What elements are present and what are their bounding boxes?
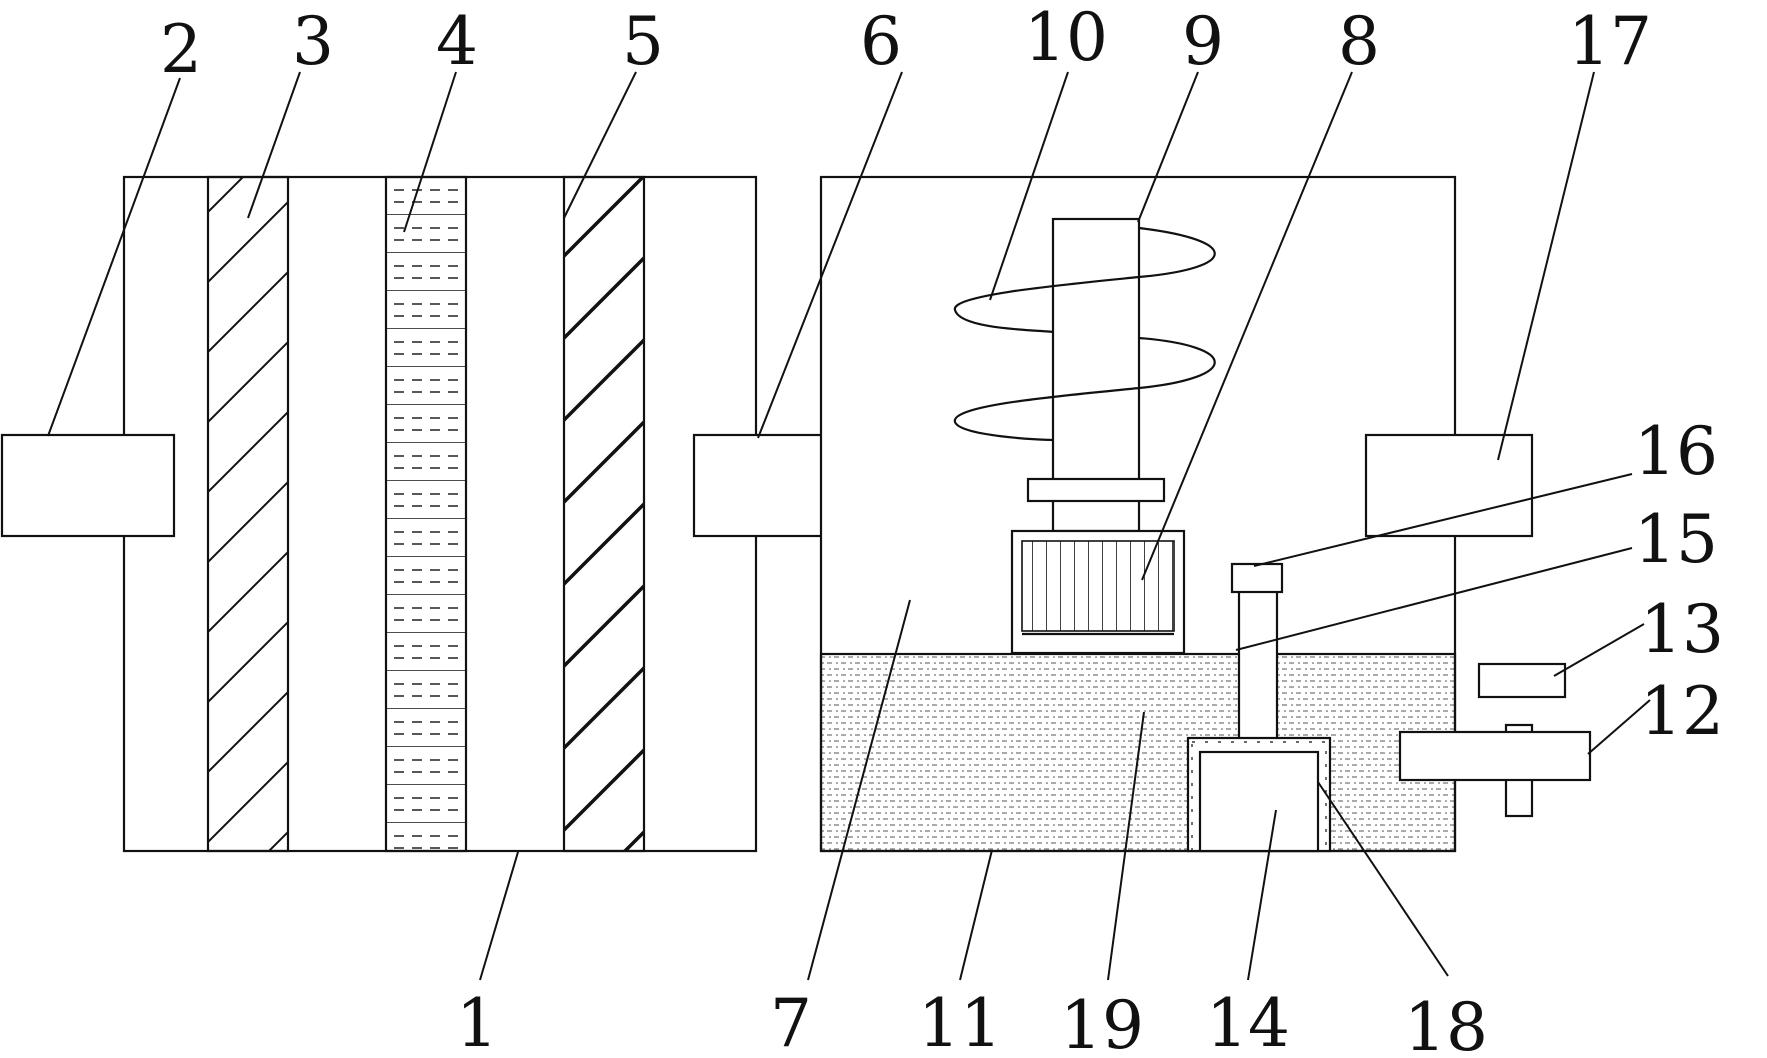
valve-12 bbox=[1398, 662, 1592, 818]
helical-blade-10 bbox=[953, 226, 1216, 442]
label-14: 14 bbox=[1206, 985, 1290, 1058]
label-4: 4 bbox=[436, 3, 478, 80]
label-17: 17 bbox=[1568, 3, 1652, 80]
inlet-pipe-2 bbox=[0, 433, 176, 538]
label-7: 7 bbox=[770, 985, 812, 1058]
label-15: 15 bbox=[1634, 501, 1718, 578]
label-16: 16 bbox=[1634, 413, 1718, 490]
label-1: 1 bbox=[456, 985, 498, 1058]
label-9: 9 bbox=[1182, 3, 1224, 80]
label-3: 3 bbox=[292, 3, 334, 80]
leader-lines bbox=[47, 71, 1651, 981]
cap-16 bbox=[1230, 562, 1284, 594]
block-14 bbox=[1198, 750, 1320, 853]
label-11: 11 bbox=[918, 985, 1002, 1058]
outlet-pipe-17 bbox=[1364, 433, 1534, 538]
labels: 2 3 4 5 6 10 9 8 17 16 15 13 12 1 7 11 1… bbox=[160, 0, 1724, 1058]
label-12: 12 bbox=[1640, 673, 1724, 750]
rod-15 bbox=[1237, 588, 1279, 752]
filter-layer-4 bbox=[384, 175, 468, 853]
label-5: 5 bbox=[622, 3, 664, 80]
label-10: 10 bbox=[1024, 0, 1108, 76]
left-housing bbox=[122, 175, 758, 853]
label-13: 13 bbox=[1640, 591, 1724, 668]
label-2: 2 bbox=[160, 11, 202, 88]
label-19: 19 bbox=[1060, 987, 1144, 1058]
knob-13 bbox=[1477, 662, 1567, 699]
filter-layer-3 bbox=[206, 175, 290, 853]
label-6: 6 bbox=[860, 3, 902, 80]
label-8: 8 bbox=[1338, 3, 1380, 80]
mesh-cage-8 bbox=[1010, 529, 1186, 655]
label-18: 18 bbox=[1404, 989, 1488, 1058]
screw-shaft-9 bbox=[953, 217, 1216, 533]
filter-layer-5 bbox=[562, 175, 646, 853]
